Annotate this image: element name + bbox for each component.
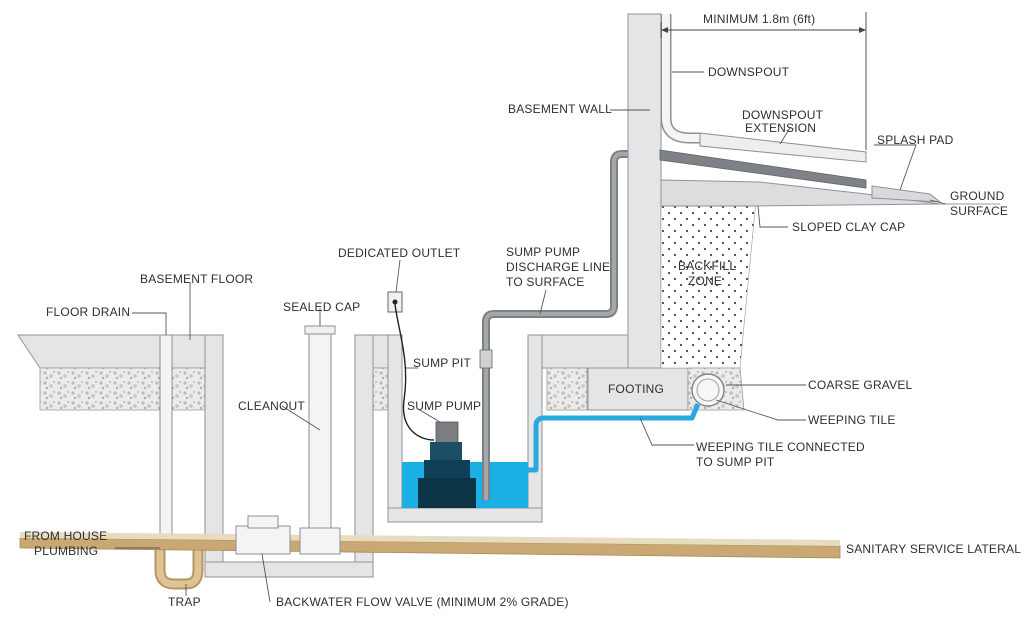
label-cleanout: CLEANOUT bbox=[238, 399, 305, 413]
label-trap: TRAP bbox=[168, 595, 201, 609]
weeping-tile bbox=[691, 373, 725, 407]
label-backfill-1: BACKFILL bbox=[678, 259, 736, 273]
cleanout-pipe bbox=[299, 325, 341, 555]
label-discharge-1: SUMP PUMP bbox=[506, 245, 580, 259]
label-downspout: DOWNSPOUT bbox=[708, 65, 790, 79]
label-coarse-gravel: COARSE GRAVEL bbox=[808, 378, 913, 392]
label-from-house-2: PLUMBING bbox=[34, 544, 98, 558]
backwater-valve bbox=[235, 515, 291, 555]
discharge-line bbox=[479, 150, 660, 500]
label-basement-wall: BASEMENT WALL bbox=[508, 102, 612, 116]
label-sloped-clay-cap: SLOPED CLAY CAP bbox=[792, 220, 905, 234]
cleanout-enclosure bbox=[204, 334, 374, 578]
label-basement-floor: BASEMENT FLOOR bbox=[140, 272, 253, 286]
label-weeping-connected-1: WEEPING TILE CONNECTED bbox=[696, 440, 865, 454]
label-floor-drain: FLOOR DRAIN bbox=[46, 305, 130, 319]
label-from-house-1: FROM HOUSE bbox=[24, 529, 107, 543]
label-sanitary: SANITARY SERVICE LATERAL bbox=[846, 542, 1021, 556]
label-weeping-tile: WEEPING TILE bbox=[808, 413, 896, 427]
label-dedicated-outlet: DEDICATED OUTLET bbox=[338, 246, 461, 260]
sump-pump bbox=[418, 421, 476, 508]
label-sealed-cap: SEALED CAP bbox=[283, 300, 360, 314]
label-sump-pit: SUMP PIT bbox=[413, 356, 472, 370]
downspout bbox=[660, 14, 867, 163]
label-minimum: MINIMUM 1.8m (6ft) bbox=[703, 12, 815, 26]
weeping-tile-connection bbox=[528, 403, 701, 473]
discharge-outlet-pipe bbox=[659, 149, 867, 189]
label-downspout-extension-2: EXTENSION bbox=[745, 121, 816, 135]
sanitary-lateral bbox=[19, 532, 841, 559]
label-sump-pump: SUMP PUMP bbox=[407, 399, 481, 413]
label-splash-pad: SPLASH PAD bbox=[877, 133, 954, 147]
labels: MINIMUM 1.8m (6ft) DOWNSPOUT BASEMENT WA… bbox=[24, 12, 1021, 609]
label-footing: FOOTING bbox=[608, 382, 664, 396]
splash-pad bbox=[871, 185, 942, 203]
label-backfill-2: ZONE bbox=[688, 274, 722, 288]
basement-wall bbox=[587, 13, 689, 411]
label-discharge-2: DISCHARGE LINE bbox=[506, 260, 610, 274]
label-downspout-extension-1: DOWNSPOUT bbox=[742, 108, 824, 122]
label-discharge-3: TO SURFACE bbox=[506, 275, 584, 289]
downspout-extension bbox=[699, 132, 867, 163]
label-ground-surface-1: GROUND bbox=[950, 189, 1005, 203]
dedicated-outlet bbox=[387, 291, 435, 441]
label-backwater: BACKWATER FLOW VALVE (MINIMUM 2% GRADE) bbox=[276, 595, 569, 609]
floor-drain bbox=[154, 334, 204, 590]
leader-lines bbox=[115, 71, 947, 603]
dimension-minimum bbox=[660, 12, 867, 150]
label-ground-surface-2: SURFACE bbox=[950, 204, 1008, 218]
label-weeping-connected-2: TO SUMP PIT bbox=[696, 455, 775, 469]
